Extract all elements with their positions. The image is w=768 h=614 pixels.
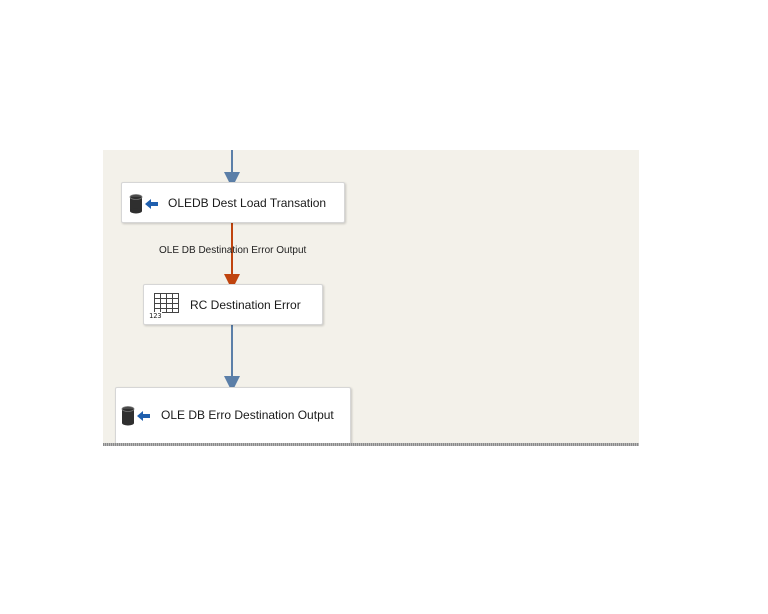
error-path-label: OLE DB Destination Error Output (159, 245, 307, 256)
design-surface[interactable]: OLEDB Dest Load Transation OLE DB Destin… (103, 150, 639, 444)
oledb-destination-icon (121, 405, 151, 432)
row-count-caption: 123 (149, 312, 162, 320)
connectors-layer (224, 150, 240, 392)
rc-destination-error-node[interactable]: 123 RC Destination Error (143, 284, 323, 325)
ole-db-erro-destination-node[interactable]: OLE DB Erro Destination Output (115, 387, 351, 444)
node-label: RC Destination Error (190, 297, 301, 312)
row-count-grid-icon (149, 292, 181, 325)
canvas-bottom-edge (103, 443, 639, 446)
node-label: OLE DB Erro Destination Output (161, 408, 334, 422)
oledb-destination-icon (129, 193, 159, 220)
oledb-dest-load-node[interactable]: OLEDB Dest Load Transation (121, 182, 345, 223)
node-label: OLEDB Dest Load Transation (168, 195, 327, 210)
